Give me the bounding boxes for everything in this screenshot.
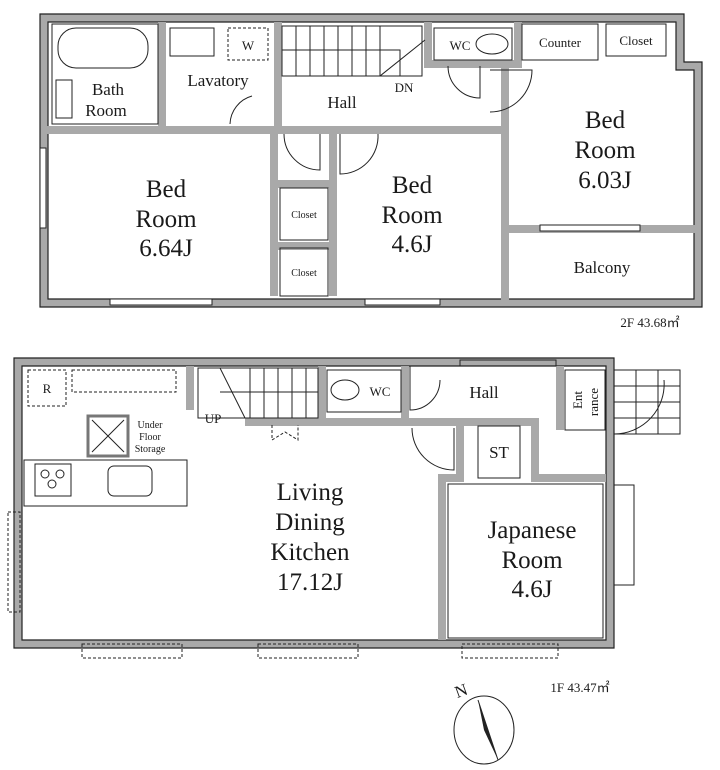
washer-label: W xyxy=(242,38,255,53)
interior-walls-1f xyxy=(186,366,606,640)
balcony-label: Balcony xyxy=(574,258,631,277)
closet-2 xyxy=(279,247,329,297)
bed-c-size: 6.03J xyxy=(578,167,632,194)
sink-icon xyxy=(107,465,153,497)
windows-2f xyxy=(39,147,641,306)
closet-2-label: Closet xyxy=(291,268,317,279)
fridge-space xyxy=(27,369,67,407)
bed-c-label-2: Room xyxy=(574,137,636,164)
hall-label-2f: Hall xyxy=(327,93,357,112)
ldk-label-3: Kitchen xyxy=(270,539,350,566)
bath-label-2: Room xyxy=(85,101,127,120)
japanese-label-2: Room xyxy=(501,547,563,574)
stove-icon xyxy=(34,463,72,497)
fridge-label: R xyxy=(43,381,52,396)
storage-st xyxy=(477,425,521,479)
japanese-size: 4.6J xyxy=(512,576,553,603)
outer-wall-1f xyxy=(14,358,614,648)
hall-label-1f: Hall xyxy=(469,383,499,402)
door-swing xyxy=(613,379,665,435)
lavatory-label: Lavatory xyxy=(187,71,249,90)
bed-c-label: Bed xyxy=(585,107,626,134)
bath-room xyxy=(51,23,159,125)
bath-label: Bath xyxy=(92,80,125,99)
under-floor-storage-icon xyxy=(86,414,130,458)
door-swing xyxy=(409,366,441,411)
ldk-size: 17.12J xyxy=(277,569,343,596)
floor-2: Bath Room W Lavatory Hall DN WC Counter … xyxy=(39,13,703,330)
north-label: N xyxy=(452,680,470,702)
ldk-label: Living xyxy=(277,479,344,506)
door-swing xyxy=(447,65,481,99)
bed-a-label-2: Room xyxy=(135,206,197,233)
door-swing xyxy=(489,69,533,113)
dn-label: DN xyxy=(395,80,414,95)
bed-b-size: 4.6J xyxy=(392,231,433,258)
toilet-icon xyxy=(330,379,360,401)
windows-1f xyxy=(7,359,635,659)
storage-label-2: Floor xyxy=(139,432,161,443)
stairs-2f xyxy=(281,25,426,77)
entrance xyxy=(564,369,606,431)
bed-b-label: Bed xyxy=(392,172,433,199)
closet-top xyxy=(605,23,667,57)
closet-1 xyxy=(279,187,329,241)
stairs-1f xyxy=(197,367,319,419)
bed-a-size: 6.64J xyxy=(139,235,193,262)
storage-label: Under xyxy=(138,420,164,431)
bathtub-icon xyxy=(57,27,149,69)
door-swing xyxy=(283,133,321,171)
toilet-icon xyxy=(475,33,509,55)
st-label: ST xyxy=(489,443,509,462)
up-label: UP xyxy=(205,411,222,426)
counter-label: Counter xyxy=(539,35,582,50)
closet-1-label: Closet xyxy=(291,210,317,221)
wc-label-2f: WC xyxy=(450,38,471,53)
closet-top-label: Closet xyxy=(619,33,653,48)
compass-icon: N xyxy=(452,680,515,765)
storage-label-3: Storage xyxy=(135,444,166,455)
bed-a-label: Bed xyxy=(146,176,187,203)
area-label-2f: 2F 43.68㎡ xyxy=(620,315,679,330)
shelf-space xyxy=(71,369,177,393)
ldk-label-2: Dining xyxy=(275,509,345,536)
sink-icon xyxy=(169,27,215,57)
bath-fixture-icon xyxy=(55,79,73,119)
wc-2f xyxy=(433,27,513,61)
kitchen-counter xyxy=(23,459,188,507)
wc-label-1f: WC xyxy=(370,384,391,399)
japanese-label: Japanese xyxy=(488,517,577,544)
area-label-1f: 1F 43.47㎡ xyxy=(550,680,609,695)
bed-b-label-2: Room xyxy=(381,202,443,229)
door-swing xyxy=(411,427,455,471)
washer-space xyxy=(227,27,269,61)
japanese-room xyxy=(447,483,604,639)
door-swing xyxy=(229,95,253,125)
door-swing xyxy=(339,133,379,175)
counter xyxy=(521,23,599,61)
wc-1f xyxy=(326,369,402,413)
floor-1: Ent rance R Under Floor Storage UP WC Ha… xyxy=(7,357,681,695)
entrance-label: Ent xyxy=(570,391,585,409)
outer-wall-2f xyxy=(40,14,702,307)
entrance-label-2: rance xyxy=(586,388,601,416)
folding-door xyxy=(271,425,299,441)
